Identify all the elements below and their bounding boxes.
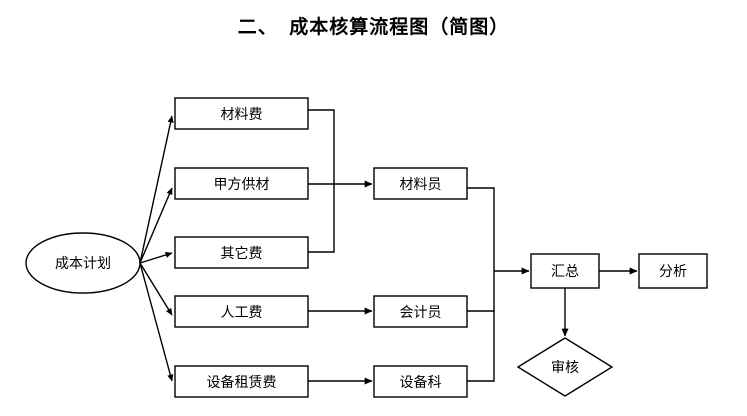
node-material-clerk[interactable]: [373, 167, 468, 200]
node-owner-supply[interactable]: [174, 167, 309, 200]
node-equip-dept[interactable]: [373, 365, 468, 398]
node-accountant[interactable]: [373, 295, 468, 328]
edge-cost-plan-to-equip-rent: [139, 262, 174, 382]
node-other-fee[interactable]: [174, 236, 309, 269]
page-title: 二、 成本核算流程图（简图）: [237, 17, 510, 38]
node-equip-rent[interactable]: [174, 365, 309, 398]
edge-cost-plan-to-other-fee: [139, 251, 173, 264]
edge-cost-plan-to-owner-supply: [139, 187, 173, 264]
node-labor-fee[interactable]: [174, 295, 309, 328]
node-review[interactable]: [516, 337, 614, 397]
node-analysis[interactable]: [638, 253, 708, 289]
edge-accountant-to-summary: [467, 271, 495, 312]
edge-cost-plan-to-material-fee: [139, 115, 174, 264]
edge-material-fee-to-material-clerk: [308, 109, 335, 184]
node-summary[interactable]: [530, 253, 600, 289]
edge-other-fee-to-material-clerk: [308, 184, 335, 253]
edge-material-clerk-to-summary: [467, 187, 495, 271]
node-cost-plan[interactable]: [25, 232, 141, 294]
node-material-fee[interactable]: [174, 97, 309, 130]
edge-equip-dept-to-summary: [467, 311, 495, 382]
edge-cost-plan-to-labor-fee: [139, 262, 173, 316]
